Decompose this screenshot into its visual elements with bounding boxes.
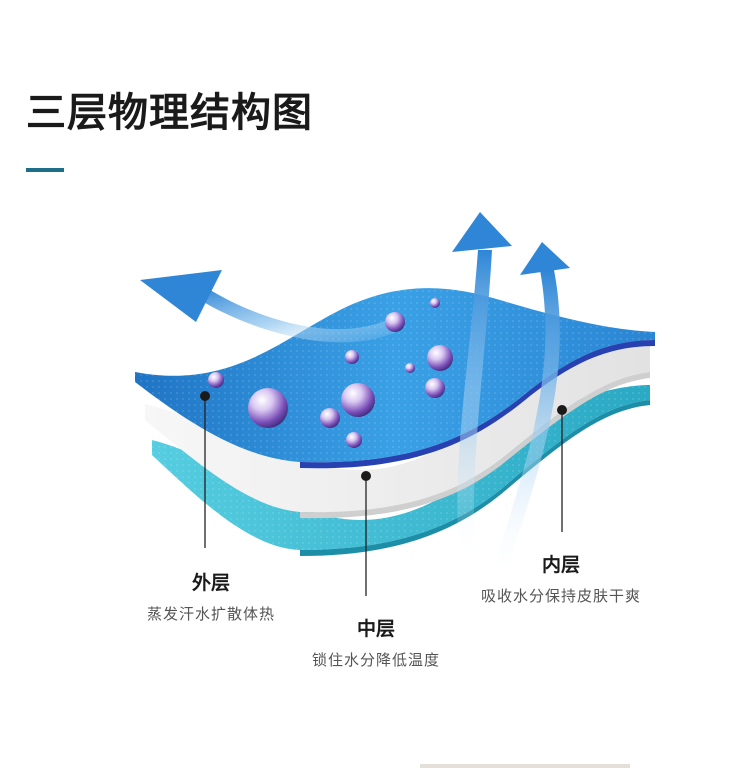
arrow-up-icon-1: [457, 250, 492, 560]
water-droplets: [208, 298, 453, 448]
droplet-icon: [345, 350, 359, 364]
arrow-head-icon-3: [140, 270, 222, 322]
droplet-icon: [341, 383, 375, 417]
outer-layer-marker: [200, 391, 210, 401]
leader-lines: [204, 396, 563, 596]
inner-layer-desc: 吸收水分保持皮肤干爽: [480, 587, 641, 605]
vapor-arrows: [140, 212, 570, 580]
inner-layer-label: 内层 吸收水分保持皮肤干爽: [466, 550, 656, 606]
droplet-icon: [320, 408, 340, 428]
droplet-icon: [405, 363, 415, 373]
middle-layer-desc: 锁住水分降低温度: [311, 651, 440, 669]
outer-layer-title: 外层: [191, 572, 230, 594]
middle-layer-marker: [361, 471, 371, 481]
middle-layer-title: 中层: [356, 618, 395, 640]
title-underline: [26, 168, 64, 172]
outer-layer-label: 外层 蒸发汗水扩散体热: [126, 568, 296, 624]
droplet-icon: [208, 372, 224, 388]
inner-layer-title: 内层: [541, 554, 580, 576]
droplet-icon: [425, 378, 445, 398]
bottom-divider: [420, 764, 630, 768]
page-title: 三层物理结构图: [26, 90, 313, 136]
arrow-head-icon-1: [452, 212, 512, 252]
droplet-icon: [346, 432, 362, 448]
droplet-icon: [248, 388, 288, 428]
arrow-up-icon-2: [490, 270, 560, 580]
inner-layer-marker: [557, 405, 567, 415]
arrow-left-icon: [200, 288, 400, 343]
middle-layer: [145, 337, 650, 519]
inner-layer: [152, 385, 650, 556]
arrow-head-icon-2: [520, 242, 570, 275]
middle-layer-label: 中层 锁住水分降低温度: [296, 614, 456, 670]
droplet-icon: [385, 312, 405, 332]
droplet-icon: [427, 345, 453, 371]
droplet-icon: [430, 298, 440, 308]
outer-layer-desc: 蒸发汗水扩散体热: [146, 605, 275, 623]
